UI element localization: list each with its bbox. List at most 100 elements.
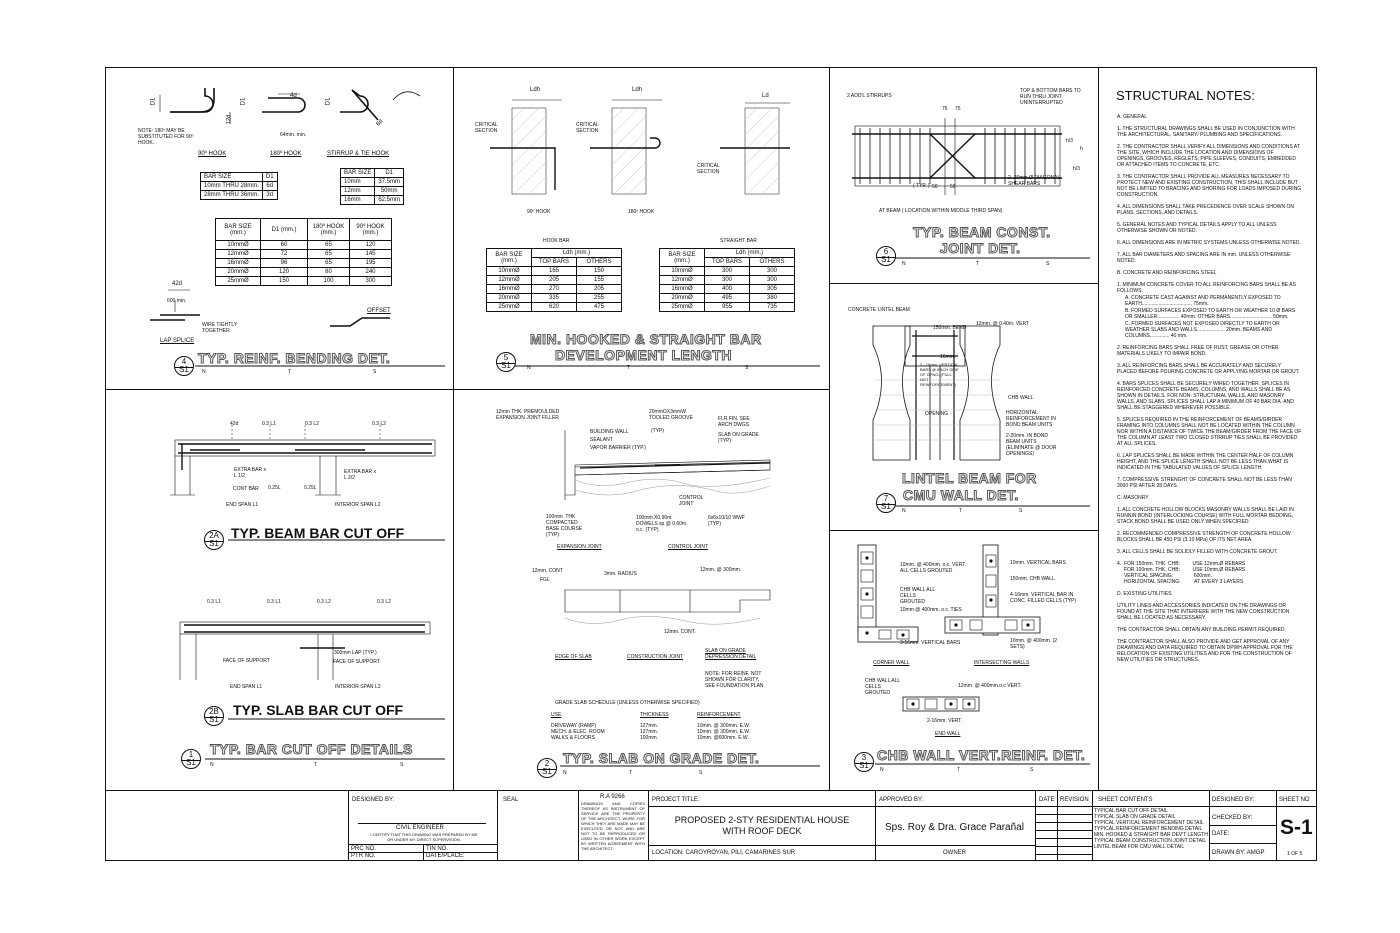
end-span-label: END SPAN L1 <box>226 502 259 508</box>
cell: 155 <box>576 275 622 285</box>
cell: 16mmØ <box>486 284 532 294</box>
note-item: 5. SPLICES REQUIRED IN THE REINFORCEMENT… <box>1117 417 1302 447</box>
cell: 60 <box>260 240 308 250</box>
dim-label: 50 <box>932 184 938 190</box>
note-item: 2. REINFORCING BARS SHALL FREE OF RUST, … <box>1117 345 1279 357</box>
tb-divider <box>648 845 875 846</box>
tb-divider <box>875 845 1035 846</box>
grouted2-label: CHB WALL ALL CELLS GROUTED <box>865 678 901 696</box>
cell: 50mm <box>374 186 405 196</box>
detail-title-2a: TYP. BEAM BAR CUT OFF <box>231 525 405 541</box>
cell: D1 <box>374 168 405 178</box>
cell: 120 <box>260 267 308 277</box>
beam-location-label: AT BEAM ( LOCATION WITHIN MIDDLE THIRD S… <box>879 208 1003 214</box>
schedule-cell: 100mm. <box>640 735 659 741</box>
vert12-label: 12mm. @ 400mm.o.c VERT. <box>958 683 1022 689</box>
hook-90-label: 90º HOOK <box>198 151 227 157</box>
int-span-label: INTERIOR SPAN L2 <box>335 684 381 690</box>
detail-sheet: S1 <box>209 539 219 548</box>
note-item: 1. THE STRUCTURAL DRAWINGS SHALL BE USED… <box>1117 126 1295 138</box>
cell: 12mmØ <box>486 275 532 285</box>
cell: TOP BARS <box>704 257 750 267</box>
cell: 12mm <box>339 186 376 196</box>
detail-number: 1 <box>188 750 194 759</box>
ra-label: R.A 9266 <box>600 794 625 800</box>
three16-label: 3-16mm. VERTICAL BARS <box>900 640 961 646</box>
content-item: LINTEL BEAM FOR CMU WALL DETAIL <box>1094 844 1185 850</box>
lap-label: 300mm LAP (TYP.) <box>334 650 377 656</box>
cell: 620 <box>531 302 577 312</box>
detail-title-6b: JOINT DET. <box>939 240 1021 257</box>
cell: 62.5mm <box>374 195 405 205</box>
cell: 28mm THRU 36mm. <box>200 190 263 200</box>
structural-notes: A. GENERAL 1. THE STRUCTURAL DRAWINGS SH… <box>1117 114 1302 669</box>
note-item: 1. MINIMUM CONCRETE COVER TO ALL REINFOR… <box>1117 282 1296 294</box>
cell: 12mmØ <box>215 249 261 259</box>
note-item: 2. RECOMMENDED COMPRESSIVE STRENGTH OF C… <box>1117 531 1291 543</box>
vapor-label: VAPOR BARRIER (TYP.) <box>590 445 646 451</box>
panel-divider <box>105 389 829 390</box>
note-item: UTILITY LINES AND ACCESSORIES INDICATED … <box>1117 603 1290 621</box>
cont-bar-label: CONT BAR <box>233 486 259 492</box>
detail-number: 4 <box>181 357 187 366</box>
project-title-label: PROJECT TITLE: <box>652 797 700 803</box>
tb-divider <box>1035 790 1036 861</box>
wwf-label: 6x6x10/10 WWF (TYP) <box>708 515 745 527</box>
tin-label: TIN NO. <box>426 846 448 852</box>
tb-divider <box>348 852 497 853</box>
cell: 10mm <box>339 177 376 187</box>
cell: 205 <box>576 284 622 294</box>
note-item: 1. ALL CONCRETE HOLLOW BLOCKS MASONRY WA… <box>1117 507 1294 525</box>
depression-label: SLAB ON GRADE DEPRESSION DETAIL <box>705 648 757 660</box>
dim-label: 75 <box>955 106 961 112</box>
note-heading: D. EXISTING UTILITIES <box>1117 591 1172 597</box>
note-item: C. FORMED SURFACES NOT EXPOSED DIRECTLY … <box>1125 321 1280 339</box>
dim-label: 0.25L <box>304 485 317 491</box>
date-place-label: DATE/PLACE: <box>426 853 465 859</box>
cell: 400 <box>704 284 750 294</box>
scale-s: S <box>1019 508 1023 514</box>
note-heading: C. MASONRY <box>1117 495 1149 501</box>
tb-divider <box>497 790 498 861</box>
scale-n: N <box>563 770 567 776</box>
detail-title-2: TYP. SLAB ON GRADE DET. <box>562 750 760 767</box>
note-item: 3. ALL REINFORCING BARS SHALL BE ACCURAT… <box>1117 363 1300 375</box>
detail-sheet: S1 <box>501 361 511 370</box>
ldh-label: Ldh <box>530 87 541 93</box>
scale-t: T <box>627 365 631 371</box>
flr-fin-label: FLR FIN. SEE ARCH DWGS <box>718 416 750 428</box>
cell: BAR SIZE <box>339 168 376 178</box>
detail-sheet: S1 <box>881 502 891 511</box>
cell: 150 <box>260 276 308 286</box>
premoulded-label: 12mm THK. PREMOULDED EXPANSION JOINT FIL… <box>496 409 560 421</box>
detail-title-7a: LINTEL BEAM FOR <box>902 470 1037 487</box>
note-item: 7. ALL BAR DIAMETERS AND SPACING ARE IN … <box>1117 252 1291 264</box>
lintel-title-label: CONCRETE LINTEL BEAM <box>848 307 910 313</box>
dim-label: 75 <box>942 106 948 112</box>
scale-t: T <box>629 770 633 776</box>
note-item: 3. THE CONTRACTOR SHALL PROVIDE ALL MEAS… <box>1117 174 1302 198</box>
cell: 72 <box>260 249 308 259</box>
tb-divider <box>1276 790 1277 861</box>
ld-label: Ld <box>762 93 769 99</box>
project-title: PROPOSED 2-STY RESIDENTIAL HOUSE WITH RO… <box>674 815 850 836</box>
tb-divider <box>1035 822 1092 823</box>
schedule-header: THICKNESS <box>640 712 669 718</box>
dim-label: 0.3 L2 <box>305 421 319 427</box>
cell: 300 <box>749 275 795 285</box>
detail-title-4: TYP. REINF. BENDING DET. <box>197 350 391 367</box>
hook-note: NOTE: 180º MAY BE SUBSTITUTED FOR 90º HO… <box>138 128 194 146</box>
cell: OTHERS <box>576 257 622 267</box>
groove-label: 20mmOX3mmW TOOLED GROOVE <box>649 409 693 421</box>
control-label: CONTROL JOINT <box>679 495 704 507</box>
panel-divider <box>453 67 454 790</box>
schedule-cell: 10mm. @ 300mm. E.W. <box>697 729 751 735</box>
approved-by-label: APPROVED BY: <box>879 797 924 803</box>
schedule-cell: 10mm. @ 300mm. E.W. <box>697 723 751 729</box>
slab-on-grade-label: SLAB ON GRADE (TYP) <box>718 432 759 444</box>
note-item: 4. FOR 150mm. THK. CHB: USE 12mm.Ø REBAR… <box>1117 561 1246 585</box>
